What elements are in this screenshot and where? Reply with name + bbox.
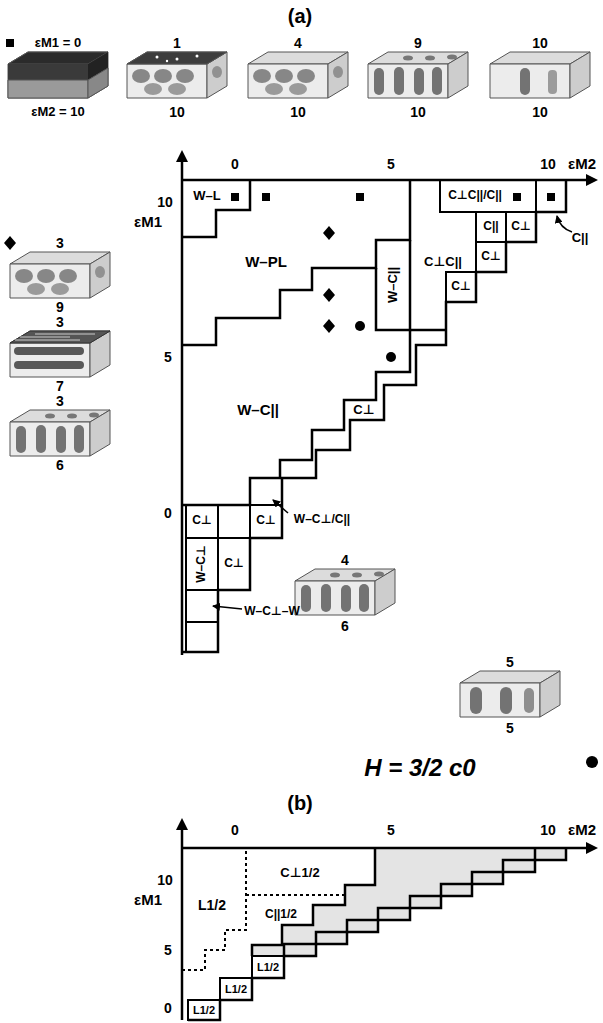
panel-label: (a) xyxy=(288,5,312,28)
phase-label: L1/2 xyxy=(257,961,279,974)
axis-tick: 0 xyxy=(231,822,239,838)
thumbnail-label: 3 xyxy=(56,393,64,409)
thumbnail-label: 9 xyxy=(414,35,422,51)
thumbnail-label: 5 xyxy=(506,720,514,736)
axis-title: εM2 xyxy=(568,821,596,838)
thumbnail-label: 6 xyxy=(56,457,64,473)
axis-title: εM2 xyxy=(568,155,596,172)
phase-label: W–PL xyxy=(245,253,287,270)
phase-label: C⊥ xyxy=(224,557,244,571)
thumbnail-label: 10 xyxy=(410,104,426,120)
phase-label: L1/2 xyxy=(225,983,247,996)
axis-tick: 10 xyxy=(157,194,173,210)
axis-tick: 0 xyxy=(164,505,172,521)
thumbnail-label: 10 xyxy=(532,104,548,120)
axis-tick: 0 xyxy=(231,156,239,172)
axis-tick: 5 xyxy=(164,942,172,958)
phase-label: C⊥C|| xyxy=(424,255,462,270)
thumbnail-label: 6 xyxy=(341,618,349,634)
callout-label: W–C⊥–W xyxy=(244,605,300,619)
phase-label: C⊥ xyxy=(353,403,374,418)
thumbnail-label: 3 xyxy=(56,235,64,251)
callout-label: C|| xyxy=(572,231,589,246)
phase-label: L1/2 xyxy=(193,1004,215,1017)
phase-label: W–C⊥ xyxy=(195,545,209,583)
axis-tick: 5 xyxy=(387,156,395,172)
thumbnail-label: 3 xyxy=(56,314,64,330)
phase-label: C⊥ xyxy=(481,250,501,264)
phase-label: C⊥ xyxy=(511,220,531,234)
thumbnail-label: εM2 = 10 xyxy=(31,105,85,120)
axis-tick: 10 xyxy=(540,822,556,838)
thumbnail-label: 9 xyxy=(56,299,64,315)
phase-label: C⊥ xyxy=(192,514,212,528)
axis-tick: 5 xyxy=(164,349,172,365)
thumbnail-label: εM1 = 0 xyxy=(35,36,81,51)
axis-tick: 10 xyxy=(540,156,556,172)
thumbnail-label: 10 xyxy=(532,35,548,51)
thumbnail-label: 1 xyxy=(173,35,181,51)
axis-tick: 0 xyxy=(164,1000,172,1016)
thumbnail-label: 5 xyxy=(506,654,514,670)
phase-label: C⊥ xyxy=(256,514,276,528)
axis-tick: 10 xyxy=(157,872,173,888)
callout-label: W–C⊥/C|| xyxy=(294,513,350,527)
phase-label: C⊥1/2 xyxy=(280,866,319,881)
axis-title: εM1 xyxy=(134,891,162,908)
thumbnail-label: 7 xyxy=(56,378,64,394)
phase-label: C⊥ xyxy=(451,280,471,294)
phase-label: C⊥C||/C|| xyxy=(448,189,502,203)
thumbnail-label: 4 xyxy=(294,35,302,51)
phase-label: L1/2 xyxy=(198,897,226,913)
thumbnail-label: 10 xyxy=(290,104,306,120)
phase-label: W–L xyxy=(193,189,220,204)
thumbnail-label: 4 xyxy=(341,552,349,568)
panel-label: (b) xyxy=(287,792,313,815)
phase-label: C|| xyxy=(483,220,498,234)
axis-tick: 5 xyxy=(387,822,395,838)
phase-label: W–C|| xyxy=(237,401,279,418)
parameter-label: H = 3/2 c0 xyxy=(364,754,475,782)
thumbnail-label: 10 xyxy=(169,104,185,120)
phase-label: C||1/2 xyxy=(265,908,297,922)
phase-label: W–C|| xyxy=(386,267,401,303)
axis-title: εM1 xyxy=(134,213,162,230)
